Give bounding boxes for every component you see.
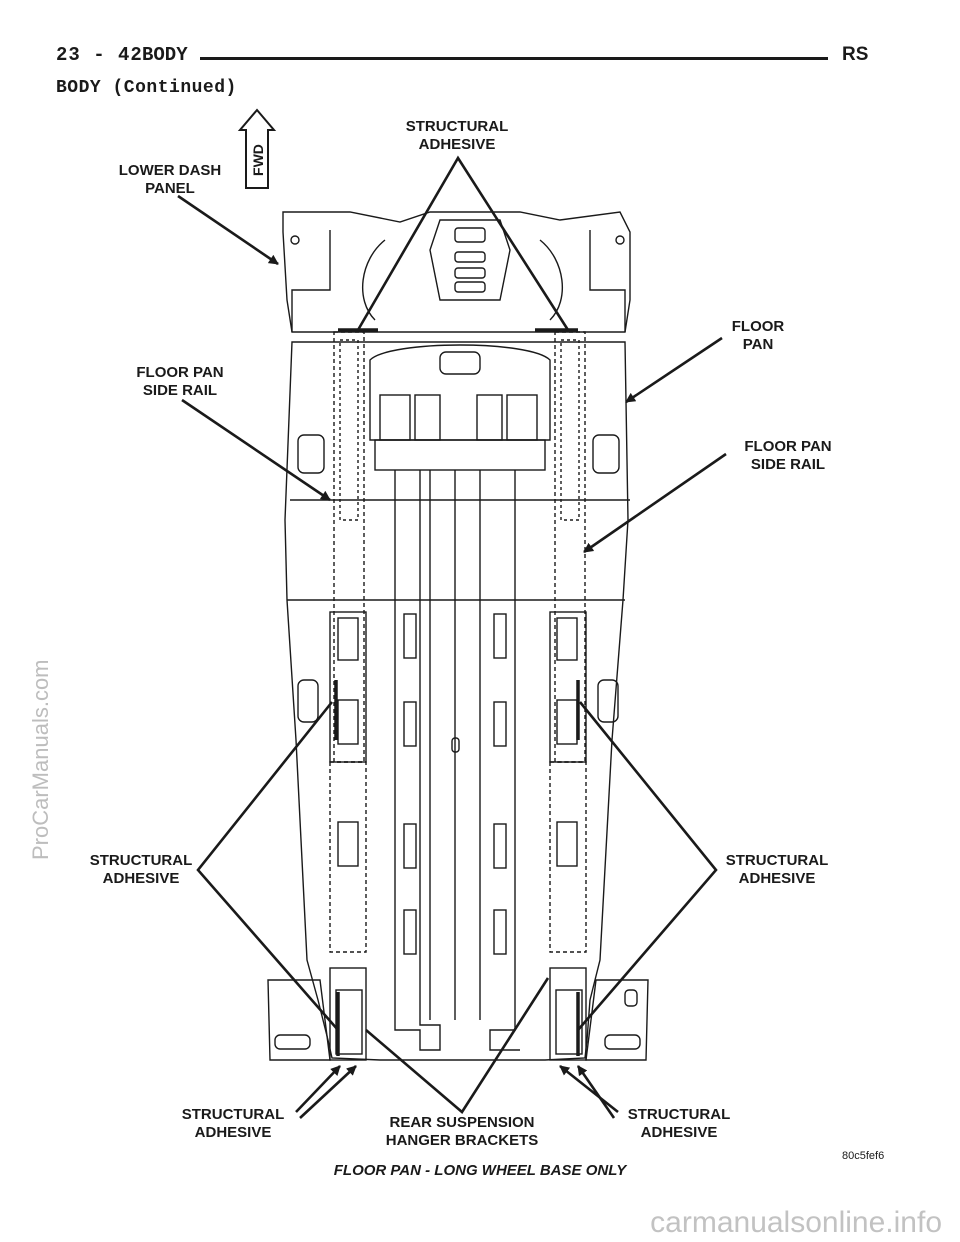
label-adhesive-bottom-right: STRUCTURAL ADHESIVE xyxy=(627,1106,731,1141)
leader-structural-adhesive-top xyxy=(356,155,570,331)
leader-adhesive-mid-right xyxy=(577,701,718,1031)
label-adhesive-mid-left: STRUCTURAL ADHESIVE xyxy=(89,852,193,887)
leader-lower-dash-panel xyxy=(177,194,279,266)
leader-adhesive-br-1 xyxy=(559,1064,619,1114)
page-number: 23 - 42 xyxy=(56,44,143,66)
model-code: RS xyxy=(842,44,869,65)
leader-floor-pan xyxy=(625,336,723,404)
adhesive-strips xyxy=(334,328,580,1056)
label-structural-adhesive-top: STRUCTURAL ADHESIVE xyxy=(405,118,509,153)
continued-heading: BODY (Continued) xyxy=(56,78,237,98)
figure-code: 80c5fef6 xyxy=(842,1150,885,1162)
label-side-rail-right: FLOOR PAN SIDE RAIL xyxy=(744,438,832,473)
leader-side-rail-right xyxy=(583,452,727,554)
figure-caption: FLOOR PAN - LONG WHEEL BASE ONLY xyxy=(333,1162,627,1179)
label-floor-pan: FLOOR PAN xyxy=(731,318,785,353)
vehicle-outline xyxy=(267,211,649,1061)
label-lower-dash-panel: LOWER DASH PANEL xyxy=(118,162,222,197)
leader-lines xyxy=(177,155,727,1119)
label-adhesive-mid-right: STRUCTURAL ADHESIVE xyxy=(725,852,829,887)
leader-adhesive-br-2 xyxy=(576,1065,616,1119)
label-side-rail-left: FLOOR PAN SIDE RAIL xyxy=(136,364,224,399)
fwd-label: FWD xyxy=(250,144,266,176)
header-rule xyxy=(200,57,828,60)
bottom-watermark: carmanualsonline.info xyxy=(650,1206,942,1239)
label-rear-suspension-hanger-brackets: REAR SUSPENSION HANGER BRACKETS xyxy=(385,1114,539,1149)
leader-side-rail-left xyxy=(181,398,331,502)
leader-adhesive-mid-left xyxy=(196,701,339,1031)
section-title: BODY xyxy=(142,44,188,66)
leader-hanger-brackets xyxy=(365,977,550,1114)
label-adhesive-bottom-left: STRUCTURAL ADHESIVE xyxy=(181,1106,285,1141)
leader-adhesive-bl-1 xyxy=(295,1065,341,1113)
leader-adhesive-bl-2 xyxy=(299,1065,357,1119)
fwd-arrow xyxy=(237,108,277,189)
